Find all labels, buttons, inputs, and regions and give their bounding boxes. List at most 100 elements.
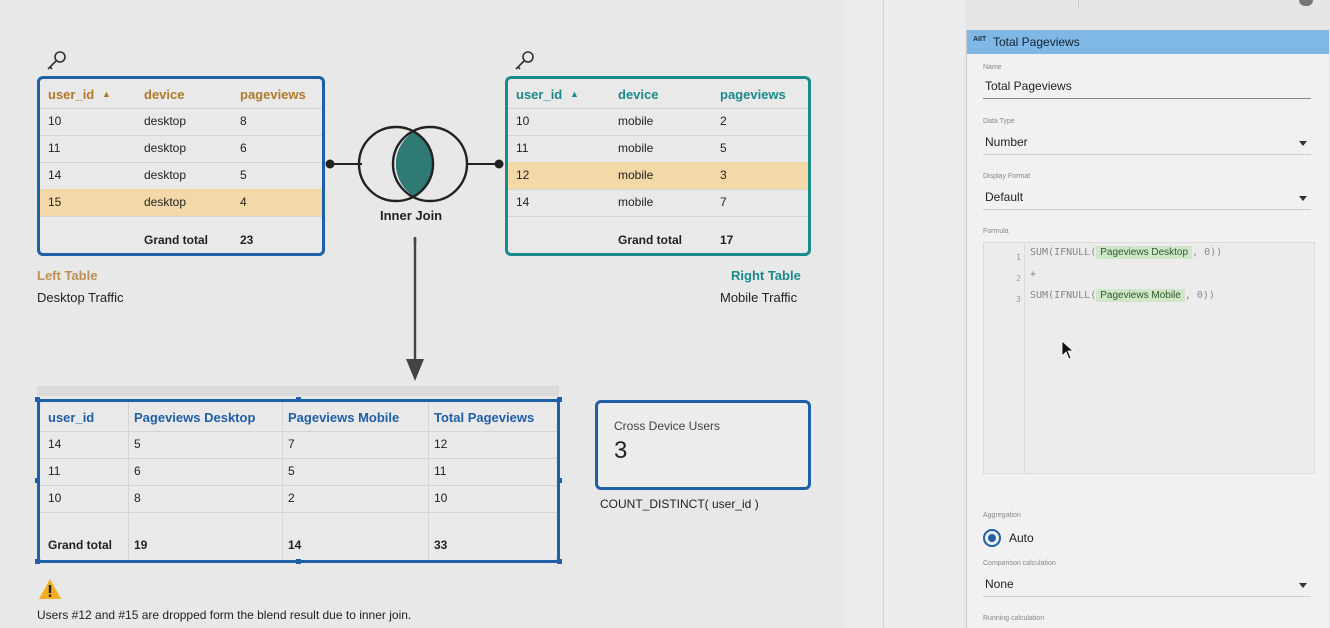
resize-handle[interactable] bbox=[557, 478, 562, 483]
grand-total-row: Grand total 23 bbox=[40, 227, 322, 254]
cell: 8 bbox=[134, 491, 141, 505]
resize-handle[interactable] bbox=[296, 559, 301, 564]
formula-editor[interactable]: 1 SUM(IFNULL(Pageviews Desktop, 0)) 2 + … bbox=[983, 242, 1315, 474]
header-total-pageviews[interactable]: Total Pageviews bbox=[434, 410, 535, 425]
cell: 11 bbox=[48, 464, 61, 478]
right-table[interactable]: user_id ▲ device pageviews 10 mobile 2 1… bbox=[505, 76, 811, 256]
canvas-gutter bbox=[845, 0, 965, 628]
table-row: 11 desktop 6 bbox=[40, 135, 322, 163]
left-table[interactable]: user_id ▲ device pageviews 10 desktop 8 … bbox=[37, 76, 325, 256]
cell: mobile bbox=[618, 114, 654, 128]
table-row: 10 desktop 8 bbox=[40, 108, 322, 136]
cross-device-scorecard[interactable]: Cross Device Users 3 bbox=[595, 400, 811, 490]
formula-label: Formula bbox=[983, 228, 1009, 235]
aggregation-radio[interactable] bbox=[983, 529, 1001, 547]
sort-asc-icon: ▲ bbox=[102, 89, 111, 99]
resize-handle[interactable] bbox=[35, 397, 40, 402]
code-text: , 0)) bbox=[1192, 247, 1223, 258]
comparison-value: None bbox=[985, 577, 1014, 591]
grand-total-label: Grand total bbox=[48, 538, 113, 552]
cell: 7 bbox=[720, 195, 727, 209]
comparison-select[interactable]: None bbox=[983, 574, 1311, 597]
cell: 6 bbox=[240, 141, 247, 155]
table-row: 10 mobile 2 bbox=[508, 108, 808, 136]
blend-result-table[interactable]: user_id Pageviews Desktop Pageviews Mobi… bbox=[37, 399, 560, 563]
field-chip[interactable]: Pageviews Mobile bbox=[1096, 289, 1185, 302]
display-format-value: Default bbox=[985, 190, 1024, 204]
sort-asc-icon: ▲ bbox=[570, 89, 579, 99]
code-text: + bbox=[1030, 269, 1037, 280]
resize-handle[interactable] bbox=[35, 478, 40, 483]
header-pageviews-desktop[interactable]: Pageviews Desktop bbox=[134, 410, 256, 425]
table-header-row: user_id Pageviews Desktop Pageviews Mobi… bbox=[40, 404, 557, 432]
header-user-id[interactable]: user_id bbox=[516, 87, 563, 102]
report-canvas: user_id ▲ device pageviews 10 desktop 8 … bbox=[35, 51, 811, 622]
grand-total-row: Grand total 19 14 33 bbox=[40, 532, 557, 559]
cell: 8 bbox=[240, 114, 247, 128]
name-input[interactable] bbox=[985, 78, 1305, 94]
chevron-down-icon bbox=[1299, 583, 1307, 588]
top-toggle-strip bbox=[1078, 0, 1330, 8]
header-pageviews[interactable]: pageviews bbox=[720, 87, 786, 102]
header-pageviews-mobile[interactable]: Pageviews Mobile bbox=[288, 410, 400, 425]
cell: 11 bbox=[48, 141, 61, 155]
mouse-cursor-icon bbox=[1061, 340, 1075, 360]
resize-handle[interactable] bbox=[35, 559, 40, 564]
cell: 11 bbox=[434, 464, 447, 478]
resize-handle[interactable] bbox=[296, 397, 301, 402]
warning-icon bbox=[39, 579, 61, 599]
warning-note: Users #12 and #15 are dropped form the b… bbox=[37, 608, 412, 622]
cell: 14 bbox=[516, 195, 530, 209]
scorecard-label: Cross Device Users bbox=[614, 419, 721, 433]
arrow-down-icon bbox=[406, 237, 424, 381]
cell: 11 bbox=[516, 141, 529, 155]
chevron-down-icon bbox=[1299, 196, 1307, 201]
toggle-knob[interactable] bbox=[1299, 0, 1313, 6]
chevron-down-icon bbox=[1299, 141, 1307, 146]
line-number-gutter bbox=[984, 243, 1025, 473]
cell: desktop bbox=[144, 141, 187, 155]
cell: 10 bbox=[48, 491, 62, 505]
header-pageviews[interactable]: pageviews bbox=[240, 87, 306, 102]
cell: 10 bbox=[48, 114, 62, 128]
cell: desktop bbox=[144, 168, 187, 182]
aggregation-label: Aggregation bbox=[983, 512, 1021, 519]
count-formula-text: COUNT_DISTINCT( user_id ) bbox=[600, 497, 759, 511]
cell: 3 bbox=[720, 168, 727, 182]
display-format-select[interactable]: Default bbox=[983, 187, 1311, 210]
header-device[interactable]: device bbox=[144, 87, 185, 102]
key-icon bbox=[47, 51, 66, 70]
display-format-label: Display Format bbox=[983, 173, 1031, 180]
cell: 5 bbox=[240, 168, 247, 182]
table-row: 10 8 2 10 bbox=[40, 485, 557, 513]
resize-handle[interactable] bbox=[557, 397, 562, 402]
comparison-label: Comparison calculation bbox=[983, 560, 1056, 567]
data-type-select[interactable]: Number bbox=[983, 132, 1311, 155]
field-chip[interactable]: Pageviews Desktop bbox=[1096, 246, 1193, 259]
cell: 7 bbox=[288, 437, 295, 451]
table-row: 11 6 5 11 bbox=[40, 458, 557, 486]
table-row: 14 mobile 7 bbox=[508, 189, 808, 217]
table-row: 14 5 7 12 bbox=[40, 431, 557, 459]
grand-total-value: 23 bbox=[240, 233, 254, 247]
header-user-id[interactable]: user_id bbox=[48, 87, 95, 102]
data-type-label: Data Type bbox=[983, 118, 1015, 125]
right-table-subtitle: Mobile Traffic bbox=[720, 290, 798, 305]
field-type-tag: AIIT bbox=[973, 36, 987, 43]
code-text: , 0)) bbox=[1184, 290, 1215, 301]
header-user-id[interactable]: user_id bbox=[48, 410, 95, 425]
cell: 5 bbox=[288, 464, 295, 478]
cell: 19 bbox=[134, 538, 148, 552]
header-device[interactable]: device bbox=[618, 87, 659, 102]
table-row: 14 desktop 5 bbox=[40, 162, 322, 190]
resize-handle[interactable] bbox=[557, 559, 562, 564]
grand-total-row: Grand total 17 bbox=[508, 227, 808, 254]
cell: 10 bbox=[434, 491, 448, 505]
aggregation-value: Auto bbox=[1009, 531, 1034, 545]
cell: mobile bbox=[618, 168, 654, 182]
table-row-highlighted: 12 mobile 3 bbox=[508, 162, 808, 190]
inner-join-venn-diagram bbox=[325, 125, 504, 245]
table-header-row: user_id ▲ device pageviews bbox=[40, 81, 322, 109]
cell: 12 bbox=[516, 168, 530, 182]
cell: 33 bbox=[434, 538, 448, 552]
